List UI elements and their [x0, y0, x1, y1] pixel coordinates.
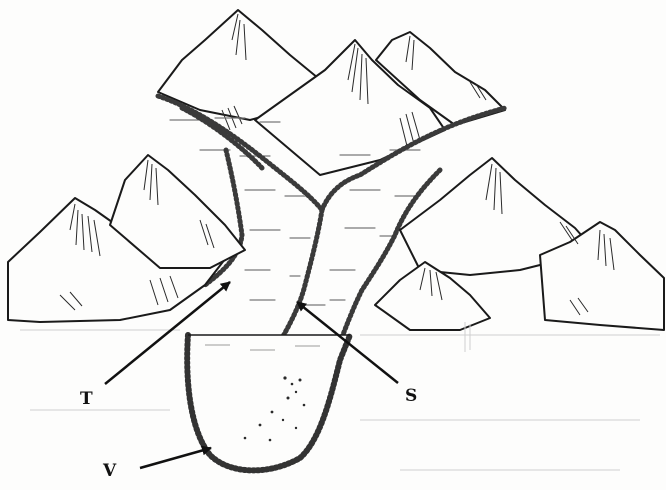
label-s: S — [405, 388, 417, 405]
label-t: T — [80, 391, 93, 408]
right-mountains — [375, 158, 664, 330]
label-v: V — [103, 463, 116, 480]
u-shaped-valley — [187, 335, 350, 470]
arrow-v — [140, 448, 211, 468]
left-mountains — [8, 155, 245, 322]
